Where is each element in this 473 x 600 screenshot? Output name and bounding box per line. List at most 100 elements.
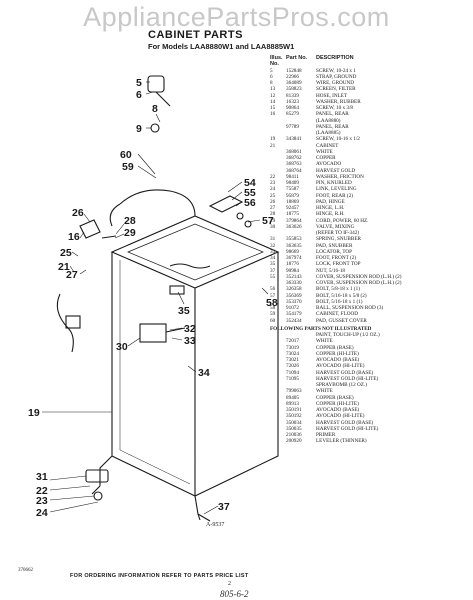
row-description: COVER, SUSPENSION ROD (L.H.) (2) [316,273,402,280]
row-description: WHITE [316,148,333,155]
row-part-number: 22966 [286,73,299,80]
row-description: (LAA8885) [316,130,341,136]
row-key: 33 [270,248,276,255]
row-part-number: 16323 [286,98,299,105]
callout-27: 27 [66,269,78,281]
row-part-number: 368763 [286,161,302,168]
row-description: LINK, LEVELING [316,186,357,193]
row-description: PAD, SNUBBER [316,242,353,249]
row-spacer [270,438,286,444]
row-key: 27 [270,205,276,211]
parts-row: (LAA8885) [270,130,468,136]
callout-5: 5 [136,77,142,89]
parts-row: 33 98669 LOCATOR, TOP [270,249,468,255]
row-description: LEVELER (THINNER) [316,438,367,445]
row-part-number: 72017 [286,338,299,345]
row-part-number: 356369 [286,292,302,299]
row-part-number: 210036 [286,432,302,438]
row-key: 29 [270,217,276,224]
mixing-valve [139,323,167,343]
row-description: WASHER, RUBBER [316,98,361,105]
row-description: NUT, 5/16-18 [316,267,346,274]
row-part-number: 73024 [286,350,299,357]
row-description: HINGE, L.H. [316,205,345,211]
callout-57: 57 [262,215,274,227]
document-code: 370662 [18,568,33,573]
row-description: FOOT, REAR (2) [316,192,353,199]
not-illustrated-row: 72017 WHITE [270,338,468,344]
row-part-number: 354179 [286,311,302,318]
cabinet-side [194,252,279,497]
callout-23: 23 [36,495,48,507]
order-notice: FOR ORDERING INFORMATION REFER TO PARTS … [70,573,249,579]
row-part-number: 18776 [286,261,299,268]
callout-35: 35 [178,305,190,317]
callout-56: 56 [244,197,256,209]
row-description: CABINET, FLOOD [316,311,358,318]
row-description: BOLT, 5/16-18 x 5/8 (2) [316,292,367,299]
row-part-number: 90984 [286,267,299,274]
callout-58: 58 [266,297,278,309]
cabinet-top [110,215,280,289]
row-description: WHITE [316,338,333,345]
row-key: 32 [270,242,276,249]
row-description: SCREEN, FILTER [316,86,356,93]
row-key: 30 [270,223,276,230]
callout-30: 30 [116,341,128,353]
callout-8: 8 [152,103,158,115]
row-part-number: 350191 [286,407,302,413]
handwritten-note: 805-6-2 [220,589,249,599]
row-description: COPPER [316,155,336,161]
row-description: HOSE, INLET [316,92,348,99]
row-description: BALL, SUSPENSION ROD (3) [316,305,384,311]
row-part-number: 98669 [286,248,299,255]
row-description: (LAA8880) [316,117,341,124]
row-description: CORD, POWER, 60 HZ. [316,217,369,224]
callout-37: 37 [218,501,230,513]
suspension-bracket [208,195,244,213]
inlet-hose [56,293,74,353]
page-number: 2 [228,581,231,587]
page-subtitle: For Models LAA8880W1 and LAA8885W1 [148,42,295,51]
row-description: COPPER (BASE) [316,394,354,401]
callout-22: 22 [36,485,48,497]
row-description: AVOCADO (HI-LITE) [316,363,365,370]
row-description: LOCATOR, TOP [316,248,353,255]
row-part-number: 75587 [286,186,299,193]
row-description: HINGE, R.H. [316,211,345,218]
row-part-number: 367974 [286,255,302,261]
snubber-spring [169,263,211,269]
row-key: 34 [270,255,276,261]
row-description: (REFER TO IF-342) [316,230,360,236]
callout-26: 26 [72,207,84,219]
row-description: PAD, HINGE [316,198,345,205]
callout-9: 9 [136,123,142,135]
row-part-number: 97789 [286,123,299,130]
row-part-number: 90864 [286,105,299,111]
row-description: WASHER, FRICTION [316,173,364,180]
row-key: 55 [270,273,276,280]
row-description: PAD, GUSSET COVER [316,317,367,324]
row-part-number: 368764 [286,167,302,174]
callout-19: 19 [28,407,40,419]
row-description: PAINT, TOUCH-UP (1/2 OZ.) [316,332,380,338]
